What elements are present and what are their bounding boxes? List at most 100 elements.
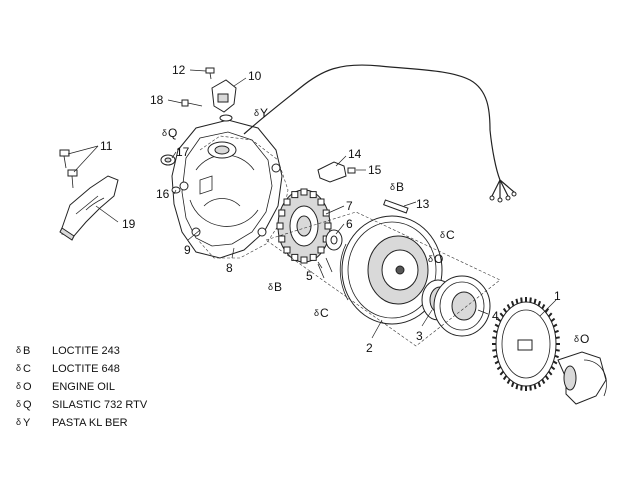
marker-q: δ Q — [162, 126, 177, 140]
svg-text:O: O — [434, 252, 443, 266]
gear-tooth — [529, 385, 532, 391]
gear-tooth — [515, 384, 519, 390]
callout-6: 6 — [346, 217, 353, 231]
legend-row-b: δ B LOCTITE 243 — [16, 345, 120, 357]
gear-tooth — [494, 323, 500, 328]
callout-8: 8 — [226, 261, 233, 275]
stator-tooth — [278, 209, 286, 217]
gear-tooth — [544, 375, 550, 381]
gear-tooth — [529, 297, 532, 303]
side-cover-casing — [171, 119, 283, 259]
callout-5: 5 — [306, 269, 313, 283]
callout-4: 4 — [492, 309, 499, 323]
marker-b-top: δ B — [390, 180, 404, 194]
svg-text:δ: δ — [16, 399, 21, 409]
seal-part-17 — [160, 154, 176, 166]
stator-tooth — [300, 188, 308, 196]
callout-7: 7 — [346, 199, 353, 213]
wire-harness — [243, 64, 517, 203]
stator-tooth — [291, 253, 299, 261]
freewheel-housing-part-4 — [433, 275, 491, 337]
flywheel-part-2 — [339, 215, 443, 325]
callout-9: 9 — [184, 243, 191, 257]
callout-11: 11 — [100, 139, 113, 153]
screw-part-12 — [205, 67, 215, 80]
gear-tooth — [554, 354, 559, 359]
sealant-legend: δ B LOCTITE 243 δ C LOCTITE 648 δ O ENGI… — [16, 345, 148, 429]
stator-tooth — [317, 198, 325, 206]
gear-tooth — [552, 323, 558, 328]
stator-tooth — [291, 191, 299, 199]
gear-tooth — [499, 370, 505, 376]
marker-o-mid: δ O — [428, 252, 443, 266]
svg-text:B: B — [274, 280, 282, 294]
svg-text:LOCTITE 243: LOCTITE 243 — [52, 345, 120, 357]
callout-13: 13 — [416, 197, 430, 211]
gear-tooth — [555, 336, 560, 339]
ring-gear-part-1 — [492, 297, 560, 391]
callout-17: 17 — [176, 145, 190, 159]
gear-tooth — [493, 354, 498, 359]
gear-tooth — [496, 365, 502, 371]
svg-text:B: B — [396, 180, 404, 194]
stator-tooth — [317, 246, 325, 254]
bolt-part-13 — [383, 199, 409, 214]
callout-3: 3 — [416, 329, 423, 343]
cover-bracket-part-19 — [59, 175, 119, 241]
marker-b-left: δ B — [268, 280, 282, 294]
callout-18: 18 — [150, 93, 164, 107]
marker-c-bottom: δ C — [314, 306, 329, 320]
gear-tooth — [541, 378, 546, 384]
gear-tooth — [510, 381, 515, 388]
svg-text:δ: δ — [268, 282, 273, 292]
gear-tooth — [492, 336, 497, 339]
svg-text:δ: δ — [440, 230, 445, 240]
svg-text:LOCTITE 648: LOCTITE 648 — [52, 363, 120, 375]
stator-tooth — [278, 235, 286, 243]
gear-tooth — [492, 349, 497, 352]
gear-tooth — [494, 360, 500, 365]
gear-tooth — [544, 307, 550, 313]
svg-text:Q: Q — [23, 399, 32, 411]
gear-tooth — [541, 304, 546, 310]
crankshaft-end — [557, 351, 607, 405]
gear-tooth — [493, 329, 498, 334]
callout-labels: 1 2 3 4 5 6 7 8 9 10 11 12 13 14 15 16 1… — [100, 63, 561, 355]
svg-text:O: O — [580, 332, 589, 346]
legend-row-c: δ C LOCTITE 648 — [16, 363, 120, 375]
gear-tooth — [533, 298, 537, 304]
svg-text:δ: δ — [254, 108, 259, 118]
gear-tooth — [547, 370, 553, 376]
svg-text:δ: δ — [16, 345, 21, 355]
gear-tooth — [537, 300, 542, 307]
svg-text:δ: δ — [390, 182, 395, 192]
gear-tooth — [515, 298, 519, 304]
stator-tooth — [324, 222, 332, 230]
gear-tooth — [510, 300, 515, 307]
gear-tooth — [502, 307, 508, 313]
callout-12: 12 — [172, 63, 186, 77]
legend-row-y: δ Y PASTA KL BER — [16, 417, 128, 429]
callout-15: 15 — [368, 163, 382, 177]
svg-text:δ: δ — [16, 417, 21, 427]
svg-text:Y: Y — [260, 106, 268, 120]
svg-text:Q: Q — [168, 126, 177, 140]
screws-part-5 — [317, 257, 333, 279]
stator-tooth — [276, 222, 284, 230]
callout-16: 16 — [156, 187, 170, 201]
gear-tooth — [496, 317, 502, 323]
bolts-part-11 — [59, 149, 78, 189]
marker-o-right: δ O — [574, 332, 589, 346]
gear-tooth — [550, 317, 556, 323]
svg-text:PASTA KL BER: PASTA KL BER — [52, 417, 128, 429]
gear-tooth — [554, 329, 559, 334]
svg-text:C: C — [446, 228, 455, 242]
callout-14: 14 — [348, 147, 362, 161]
gear-tooth — [506, 378, 511, 384]
washer-part-6 — [325, 229, 343, 251]
stator-tooth — [309, 253, 317, 261]
gear-tooth — [547, 312, 553, 318]
stator-tooth — [283, 246, 291, 254]
gear-tooth — [552, 360, 558, 365]
